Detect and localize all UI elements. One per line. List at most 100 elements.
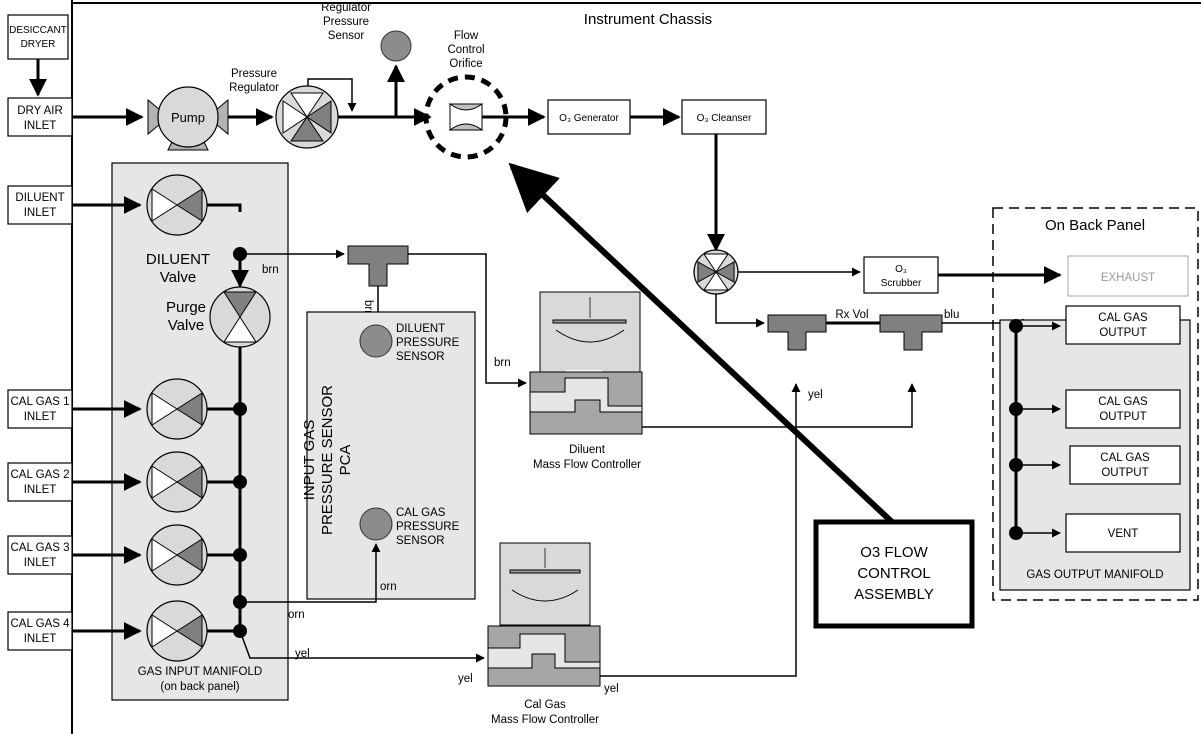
yel-label-3: yel	[604, 683, 619, 695]
output-2-line1: CAL GAS	[1098, 396, 1148, 408]
cal-inlet-1-line2: INLET	[24, 411, 57, 423]
dil-sensor-line3: SENSOR	[396, 351, 445, 363]
blu-label: blu	[944, 309, 959, 321]
diluent-mfc-line1: Diluent	[569, 444, 606, 456]
o3-cleanser-label: O₃ Cleanser	[697, 113, 752, 124]
cal-inlet-1-line1: CAL GAS 1	[10, 396, 69, 408]
reg-sensor-line3: Sensor	[328, 30, 365, 42]
pump-label: Pump	[171, 110, 205, 125]
desiccant-line1: DESICCANT	[9, 25, 67, 36]
cal-gas-inlet-4: CAL GAS 4 INLET	[7, 611, 73, 651]
junction-dot	[233, 402, 247, 416]
orn-label-2: orn	[380, 581, 397, 593]
flow-control-orifice: Flow Control Orifice	[423, 30, 509, 160]
reg-sensor-line2: Pressure	[323, 16, 369, 28]
orifice-line3: Orifice	[449, 58, 482, 70]
cal-gas-mass-flow-controller: Cal Gas Mass Flow Controller	[487, 542, 601, 726]
cal-gas-output-1	[1065, 305, 1181, 345]
pressure-regulator: Pressure Regulator	[229, 68, 339, 149]
input-gas-pressure-sensor-pca: INPUT GAS PRESSURE SENSOR PCA DILUENT PR…	[301, 311, 476, 600]
scrubber-line2: Scrubber	[881, 278, 922, 289]
yel-label-2: yel	[458, 673, 473, 685]
dry-air-line1: DRY AIR	[17, 105, 63, 117]
orn-label-1: orn	[288, 609, 305, 621]
output-3-line1: CAL GAS	[1100, 452, 1150, 464]
diluent-mfc-line2: Mass Flow Controller	[533, 459, 641, 471]
cal-sensor-line2: PRESSURE	[396, 521, 460, 533]
callout-line3: ASSEMBLY	[854, 586, 934, 603]
rx-vol-label: Rx Vol	[835, 309, 868, 321]
cal-gas-inlet-3: CAL GAS 3 INLET	[7, 535, 73, 575]
dry-air-line2: INLET	[24, 120, 57, 132]
input-manifold-line2: (on back panel)	[160, 681, 239, 693]
purge-line1: Purge	[166, 299, 206, 316]
o3-generator: O₃ Generator	[547, 99, 631, 135]
cal-inlet-3-line2: INLET	[24, 557, 57, 569]
cal-sensor-line1: CAL GAS	[396, 507, 446, 519]
desiccant-line2: DRYER	[21, 39, 56, 50]
reg-sensor-line1: Regulator	[321, 2, 371, 14]
diluent-inlet: DILUENT INLET	[7, 185, 73, 225]
vent-label: VENT	[1108, 528, 1139, 540]
diluent-valve-line1: DILUENT	[146, 251, 210, 268]
cal-valve-1	[146, 378, 208, 440]
callout-line2: CONTROL	[857, 565, 930, 582]
purge-line2: Valve	[168, 317, 204, 334]
exhaust-label: EXHAUST	[1101, 272, 1155, 284]
o3-scrubber: O₃ Scrubber	[863, 256, 939, 294]
cal-valve-2	[146, 451, 208, 513]
o3-generator-label: O₃ Generator	[559, 113, 619, 124]
back-panel: On Back Panel EXHAUST CAL GAS OUTPUT CAL…	[992, 207, 1199, 601]
orifice-line1: Flow	[454, 30, 479, 42]
cal-gas-output-2	[1065, 389, 1181, 429]
ozone-selector-valve	[693, 249, 739, 295]
regulator-line2: Regulator	[229, 82, 279, 94]
cal-inlet-2-line2: INLET	[24, 484, 57, 496]
chassis-title: Instrument Chassis	[584, 11, 712, 28]
o3-flow-control-callout: O3 FLOW CONTROL ASSEMBLY	[508, 162, 975, 629]
cal-inlet-4-line1: CAL GAS 4	[10, 618, 70, 630]
exhaust-port	[1067, 255, 1189, 297]
cal-mfc-line2: Mass Flow Controller	[491, 714, 599, 726]
dil-sensor-line1: DILUENT	[396, 323, 445, 335]
output-manifold-label: GAS OUTPUT MANIFOLD	[1026, 569, 1163, 581]
pca-line1: INPUT GAS	[301, 420, 318, 501]
junction-dot	[233, 475, 247, 489]
diluent-inlet-line1: DILUENT	[15, 192, 64, 204]
junction-dot	[233, 548, 247, 562]
diluent-pressure-sensor	[359, 324, 393, 358]
cal-inlet-2-line1: CAL GAS 2	[10, 469, 69, 481]
orifice-line2: Control	[447, 44, 484, 56]
regulator-line1: Pressure	[231, 68, 277, 80]
regulator-pressure-sensor: Regulator Pressure Sensor	[321, 2, 412, 62]
cal-gas-inlet-2: CAL GAS 2 INLET	[7, 462, 73, 502]
brn-label-3: brn	[494, 357, 511, 369]
vent-port	[1065, 513, 1181, 553]
output-1-line1: CAL GAS	[1098, 312, 1148, 324]
yel-label-4: yel	[808, 389, 823, 401]
cal-inlet-3-line1: CAL GAS 3	[10, 542, 69, 554]
yel-label-1: yel	[295, 648, 310, 660]
output-1-line2: OUTPUT	[1099, 327, 1146, 339]
cal-valve-3	[146, 524, 208, 586]
callout-line1: O3 FLOW	[860, 544, 928, 561]
cal-inlet-4-line2: INLET	[24, 633, 57, 645]
back-panel-title: On Back Panel	[1045, 217, 1145, 234]
gas-input-manifold: GAS INPUT MANIFOLD (on back panel)	[111, 162, 289, 701]
pca-line3: PCA	[337, 445, 354, 476]
input-manifold-line1: GAS INPUT MANIFOLD	[138, 666, 262, 678]
cal-gas-output-3	[1069, 445, 1181, 485]
output-2-line2: OUTPUT	[1099, 411, 1146, 423]
diluent-inlet-line2: INLET	[24, 207, 57, 219]
cal-valve-4	[146, 600, 208, 662]
desiccant-dryer: DESICCANT DRYER	[7, 14, 69, 60]
purge-valve: Purge Valve	[166, 286, 271, 348]
cal-sensor-line3: SENSOR	[396, 535, 445, 547]
output-3-line2: OUTPUT	[1101, 467, 1148, 479]
diluent-mass-flow-controller: Diluent Mass Flow Controller	[529, 291, 643, 471]
reaction-tee-1	[767, 314, 827, 351]
diluent-valve-line2: Valve	[160, 269, 196, 286]
dry-air-inlet: DRY AIR INLET	[7, 97, 73, 137]
diluent-valve-symbol	[146, 174, 208, 236]
